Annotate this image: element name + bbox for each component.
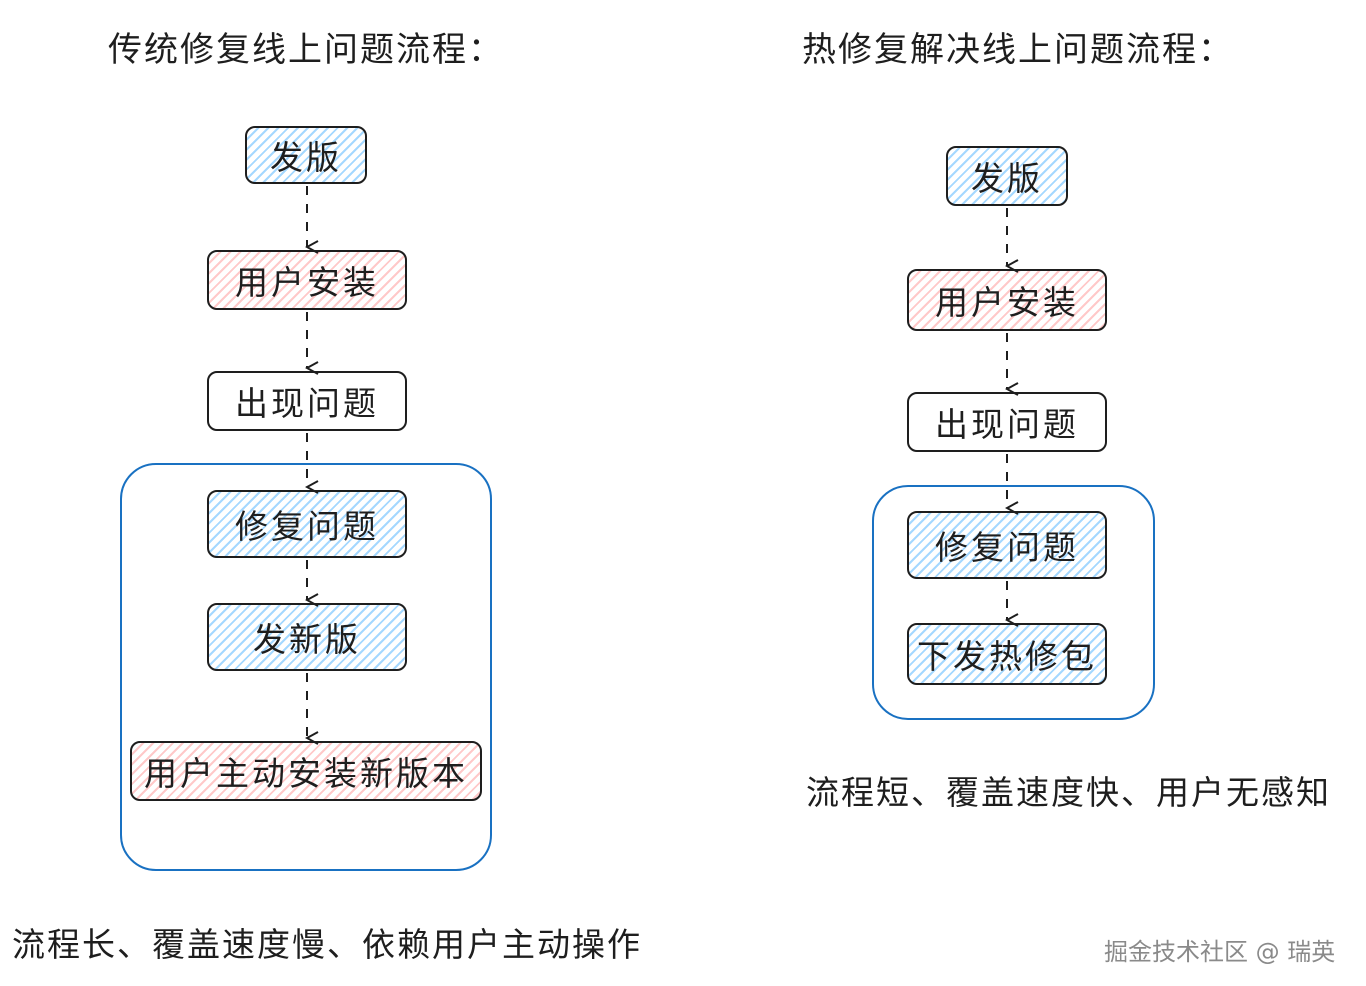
right-title: 热修复解决线上问题流程： [802, 30, 1234, 70]
left-fix-group [120, 463, 492, 871]
right-step-hotfix-push: 下发热修包 [907, 623, 1107, 685]
right-step-user-install: 用户安装 [907, 269, 1107, 331]
left-step-fix-issue: 修复问题 [207, 490, 407, 558]
right-step-release: 发版 [946, 146, 1068, 206]
left-step-issue-appears: 出现问题 [207, 371, 407, 431]
left-title: 传统修复线上问题流程： [108, 30, 504, 70]
left-step-user-reinstall: 用户主动安装新版本 [130, 741, 482, 801]
left-step-new-release: 发新版 [207, 603, 407, 671]
left-caption: 流程长、覆盖速度慢、依赖用户主动操作 [12, 925, 642, 964]
right-step-issue-appears: 出现问题 [907, 392, 1107, 452]
right-fix-group [872, 485, 1155, 720]
right-step-fix-issue: 修复问题 [907, 511, 1107, 579]
left-step-release: 发版 [245, 126, 367, 184]
left-step-user-install: 用户安装 [207, 250, 407, 310]
right-caption: 流程短、覆盖速度快、用户无感知 [806, 773, 1331, 812]
watermark: 掘金技术社区 @ 瑞英 [1104, 938, 1336, 966]
